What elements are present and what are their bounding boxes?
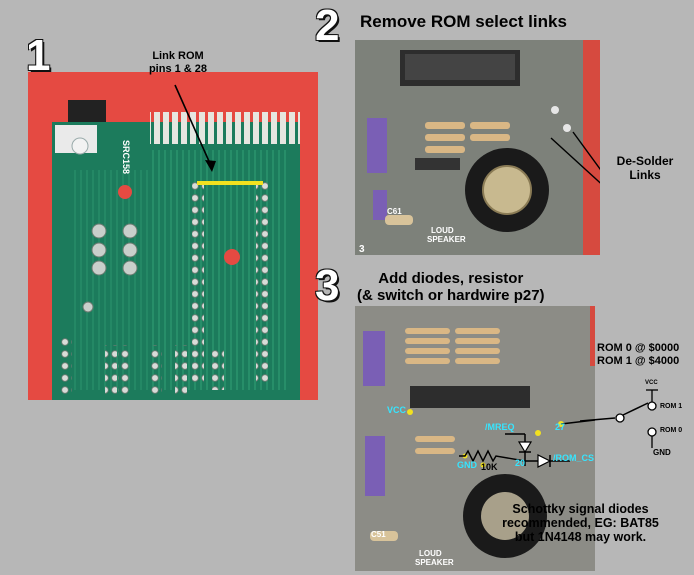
silkscreen-c51: C51 [371, 530, 386, 539]
panel-2: 2 Remove ROM select links C61 LOU [315, 0, 694, 260]
silkscreen-3: 3 [359, 244, 365, 255]
net-label-rom-cs: /ROM_CS [553, 453, 595, 463]
step-number-3: 3 [315, 261, 340, 310]
panel-1: 1 Link ROM pins 1 & 28 SRC158 [0, 0, 345, 410]
silkscreen-speaker: SPEAKER [427, 235, 466, 244]
net-label-20: 20 [515, 458, 526, 468]
silkscreen-loud-3: LOUD [419, 549, 442, 558]
switch-gnd-label: GND [653, 448, 671, 457]
step-2-title: Remove ROM select links [360, 12, 567, 31]
switch-rom0-label: ROM 0 [660, 427, 683, 434]
net-label-mreq: /MREQ [485, 422, 515, 432]
step-3-title: Add diodes, resistor (& switch or hardwi… [357, 270, 545, 305]
board-silkscreen-src: SRC158 [121, 140, 131, 175]
pcb-photo-2 [355, 40, 600, 255]
pcb-photo-3 [355, 306, 595, 571]
silkscreen-loud: LOUD [431, 226, 454, 235]
diode-recommendation-note: Schottky signal diodes recommended, EG: … [502, 502, 659, 544]
rom-address-map: ROM 0 @ $0000 ROM 1 @ $4000 [597, 342, 680, 368]
resistor-value-label: 10K [481, 462, 498, 472]
pcb-photo-1 [28, 72, 318, 400]
desolder-callout: De-Solder Links [616, 154, 674, 182]
net-label-vcc: VCC [387, 405, 407, 415]
silkscreen-speaker-3: SPEAKER [415, 558, 454, 567]
silkscreen-c61: C61 [387, 207, 402, 216]
switch-vcc-label: VCC [645, 380, 658, 386]
step-number-2: 2 [315, 1, 340, 50]
rom-switch-schematic [580, 389, 658, 448]
step-number-1: 1 [26, 31, 51, 80]
panel-3: 3 Add diodes, resistor (& switch or hard… [315, 262, 694, 575]
net-label-gnd: GND [457, 460, 477, 470]
switch-rom1-label: ROM 1 [660, 403, 683, 410]
net-label-27: 27 [555, 422, 566, 432]
link-rom-callout: Link ROM pins 1 & 28 [148, 50, 208, 75]
